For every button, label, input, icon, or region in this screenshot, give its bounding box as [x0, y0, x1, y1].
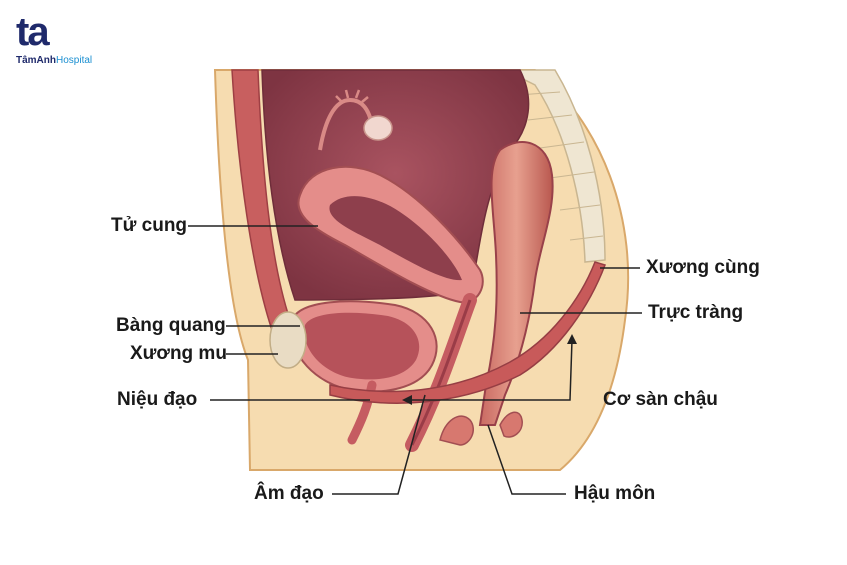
label-anus: Hậu môn — [574, 483, 656, 504]
leader-anus — [487, 424, 566, 495]
pubic-bone — [269, 311, 307, 369]
label-pelvic-floor: Cơ sàn chậu — [603, 389, 718, 410]
uterus-cavity — [329, 196, 462, 281]
label-urethra: Niệu đạo — [117, 389, 198, 410]
leader-vagina — [332, 394, 426, 495]
logo-name: TâmAnh — [16, 55, 56, 66]
bladder-inner — [304, 312, 420, 380]
label-pubic-bone: Xương mu — [130, 343, 227, 364]
arrowhead-pelvic-floor-up — [567, 334, 577, 344]
arrowheads — [402, 334, 577, 405]
hospital-logo: ta TâmAnhHospital — [12, 10, 122, 70]
urethra-tube — [347, 380, 377, 445]
fimbriae — [335, 89, 369, 103]
label-sacrum: Xương cùng — [646, 257, 760, 278]
label-bladder: Bàng quang — [116, 315, 226, 336]
logo-mark: ta — [16, 10, 50, 54]
label-rectum: Trực tràng — [648, 302, 744, 323]
logo-text: TâmAnhHospital — [16, 55, 92, 66]
perineum — [439, 415, 474, 446]
fallopian-tube — [318, 97, 374, 151]
vagina-inner — [410, 299, 472, 446]
anal-sphincter — [499, 411, 523, 438]
arrowhead-pelvic-floor-left — [402, 395, 412, 405]
sacrum-bone — [504, 69, 606, 263]
ovary — [363, 115, 393, 141]
leader-lines — [188, 225, 642, 495]
leader-pelvic-floor — [408, 339, 573, 401]
label-uterus: Tử cung — [111, 215, 188, 236]
label-vagina: Âm đạo — [254, 483, 324, 504]
logo-hospital: Hospital — [56, 55, 93, 66]
pelvic-floor-muscle — [329, 261, 606, 404]
